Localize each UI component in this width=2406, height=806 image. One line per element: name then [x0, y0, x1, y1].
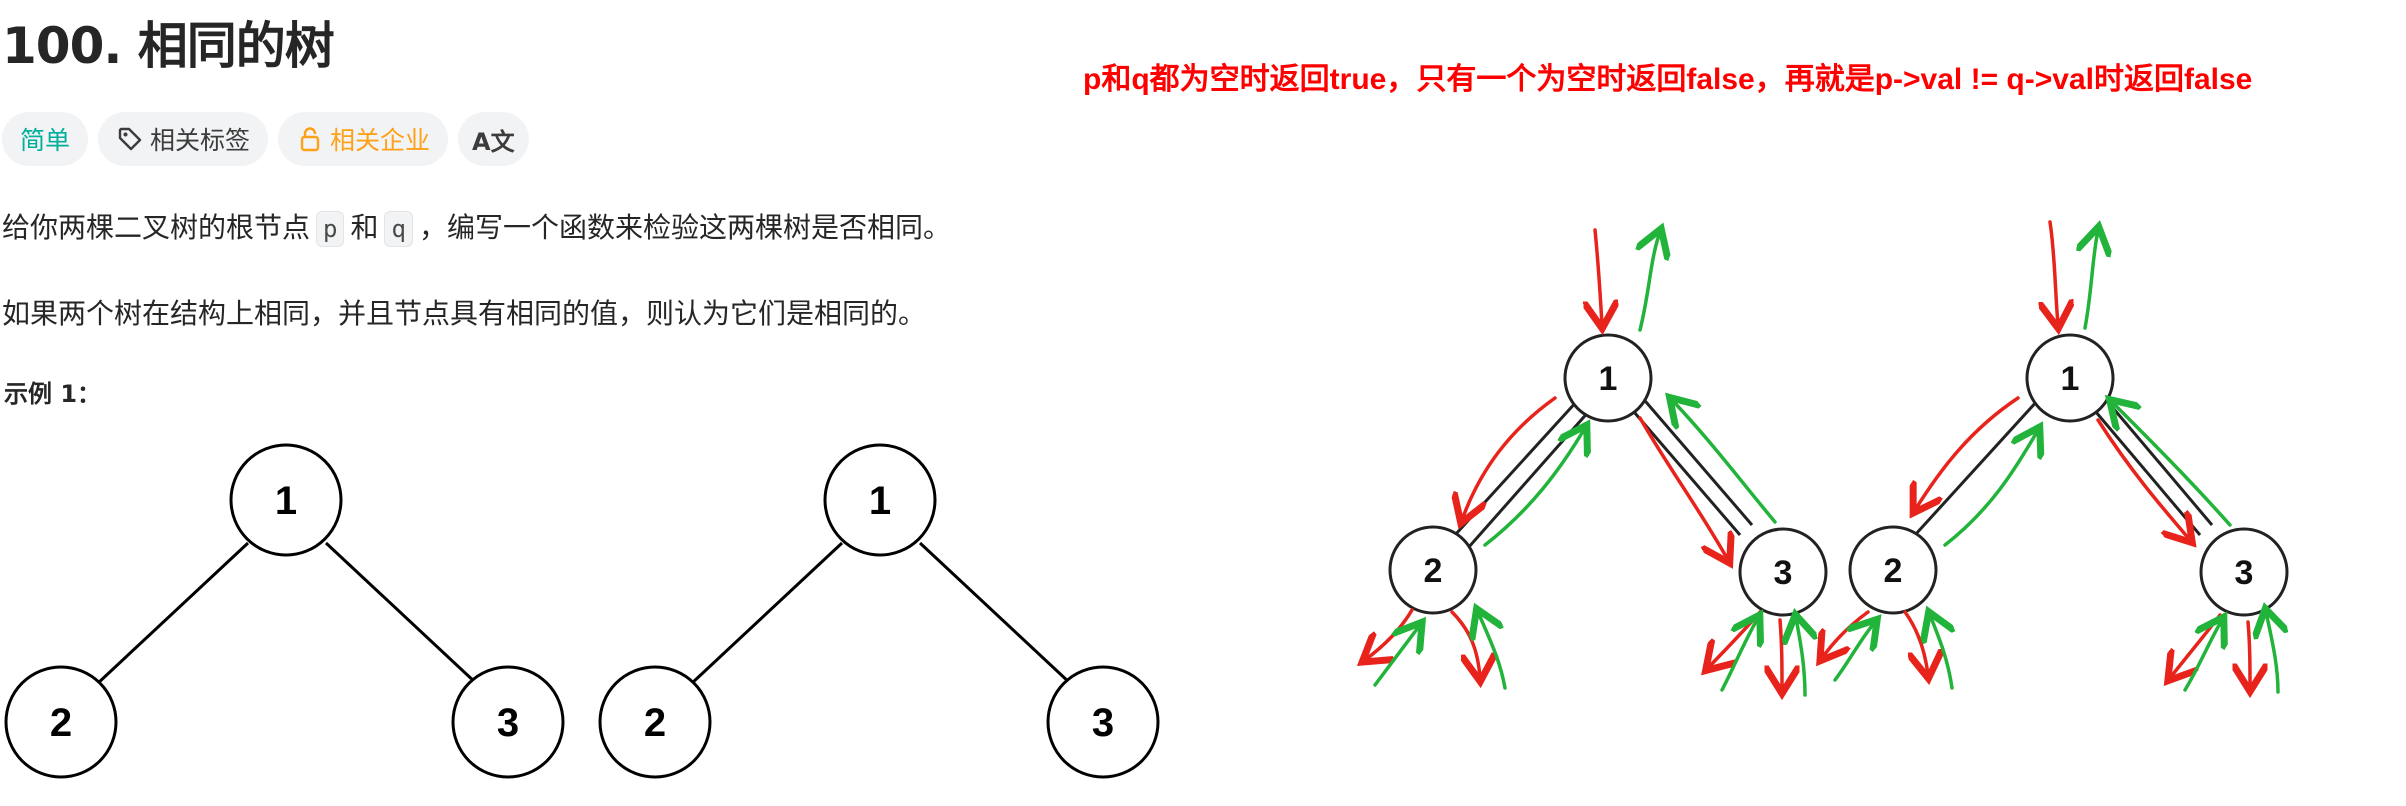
lock-icon [296, 125, 324, 153]
related-companies-button[interactable]: 相关企业 [278, 112, 449, 166]
annot-tree2-right: 3 [2235, 554, 2254, 592]
page-title: 100. 相同的树 [2, 17, 335, 75]
difficulty-label: 简单 [20, 126, 71, 155]
translate-icon: A文 [472, 127, 515, 156]
annotation-note: p和q都为空时返回true，只有一个为空时返回false，再就是p->val !… [1083, 63, 2253, 96]
related-tags-label: 相关标签 [150, 126, 251, 155]
related-tags-button[interactable]: 相关标签 [98, 112, 269, 166]
annot-tree2-left: 2 [1884, 552, 1903, 590]
tag-bar: 简单 相关标签 相关企业 A文 [2, 112, 529, 166]
problem-panel: 100. 相同的树 简单 相关标签 相关企业 A文 [0, 0, 1170, 806]
difficulty-badge[interactable]: 简单 [2, 112, 89, 166]
tree1-left: 2 [50, 701, 72, 745]
description-line-2: 如果两个树在结构上相同，并且节点具有相同的值，则认为它们是相同的。 [2, 297, 927, 330]
annot-tree2-root: 1 [2061, 360, 2080, 398]
tree2-left: 2 [644, 701, 666, 745]
annot-tree1-right: 3 [1774, 554, 1793, 592]
tree2-root: 1 [869, 479, 891, 523]
annot-tree1-left: 2 [1424, 552, 1443, 590]
example-trees-image: 1 2 3 1 2 3 [4, 443, 1160, 779]
tag-icon [116, 125, 144, 153]
tree2-right: 3 [1092, 701, 1114, 745]
tree1-root: 1 [275, 479, 297, 523]
related-companies-label: 相关企业 [330, 126, 431, 155]
code-q: q [384, 211, 413, 247]
recursion-diagram: 1 2 3 1 2 3 [1300, 200, 2289, 720]
code-p: p [316, 211, 345, 247]
tree1-right: 3 [497, 701, 519, 745]
example-label: 示例 1： [4, 380, 102, 408]
translate-button[interactable]: A文 [458, 112, 529, 166]
annot-tree1-root: 1 [1599, 360, 1618, 398]
